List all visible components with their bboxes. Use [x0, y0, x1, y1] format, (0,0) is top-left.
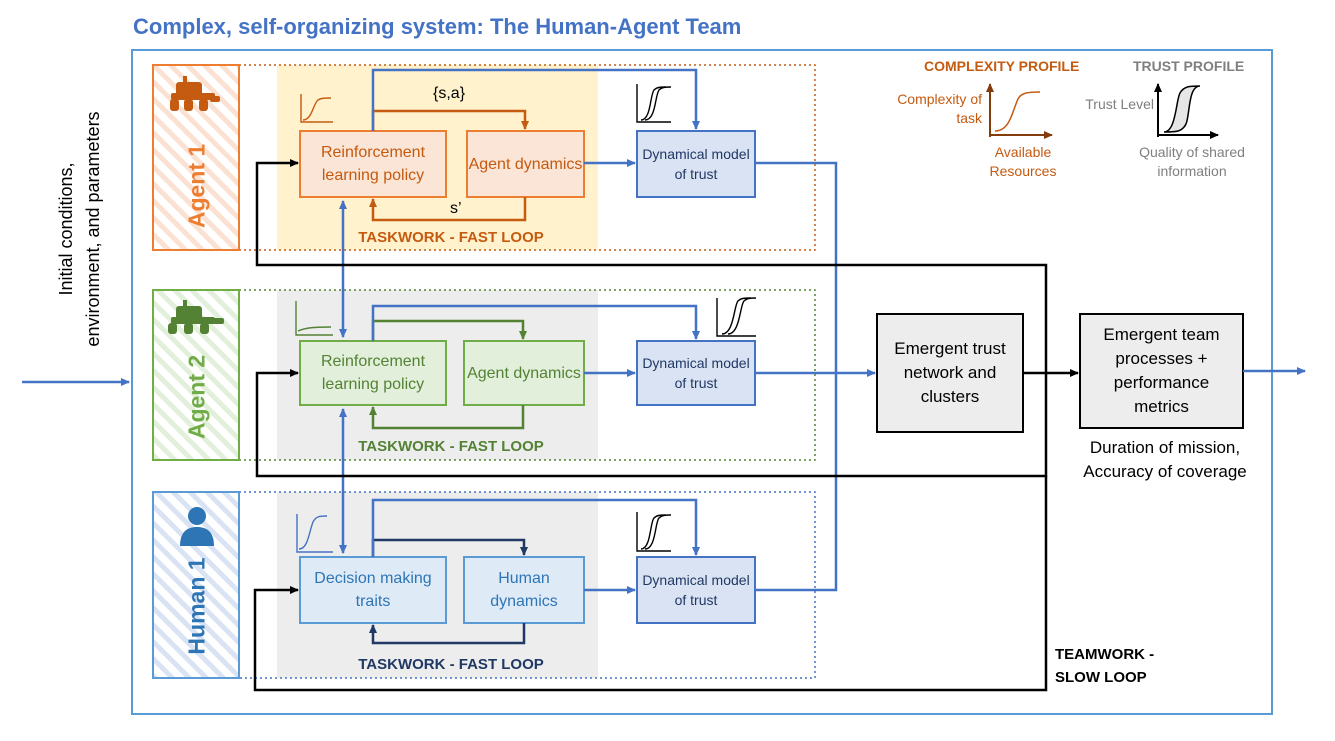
agent2-trust-model: Dynamical model of trust — [642, 355, 750, 391]
trust-profile-title: TRUST PROFILE — [1133, 58, 1245, 74]
complexity-y-label: Complexity of task — [897, 91, 982, 126]
input-label-line1: Initial conditions, — [56, 162, 76, 296]
rover-orange-icon — [170, 76, 220, 111]
teamwork-loop-label: TEAMWORK - SLOW LOOP — [1055, 643, 1154, 689]
agent1-policy: Reinforcement learning policy — [320, 144, 426, 184]
diagram-title: Complex, self-organizing system: The Hum… — [133, 14, 742, 39]
input-label-line2: environment, and parameters — [83, 111, 103, 347]
human1-label: Human 1 — [183, 557, 210, 655]
metrics-note-line2: Accuracy of coverage — [1083, 462, 1247, 481]
agent1-dynamics: Agent dynamics — [468, 155, 583, 173]
emergent-team-processes: Emergent team processes + performance me… — [1103, 325, 1220, 416]
emergent-trust-network: Emergent trust network and clusters — [894, 339, 1006, 406]
agent1-loop-label: TASKWORK - FAST LOOP — [358, 229, 544, 246]
complexity-profile-title: COMPLEXITY PROFILE — [924, 58, 1080, 74]
system-boundary — [131, 49, 1273, 715]
metrics-note-line1: Duration of mission, — [1089, 438, 1241, 457]
teamwork-loop-line2: SLOW LOOP — [1055, 669, 1147, 686]
agent2-label: Agent 2 — [183, 354, 210, 440]
trust-y-label: Trust Level — [1085, 96, 1154, 112]
rover-green-icon — [168, 300, 224, 334]
human1-dynamics: Human dynamics — [490, 570, 558, 610]
metrics-note: Duration of mission, Accuracy of coverag… — [1070, 436, 1260, 484]
agent2-loop-label: TASKWORK - FAST LOOP — [358, 438, 544, 455]
agent2-dynamics: Agent dynamics — [467, 364, 581, 382]
trust-x-label: Quality of shared information — [1139, 144, 1245, 179]
state-action-label: {s,a} — [433, 85, 466, 102]
agent1-label: Agent 1 — [183, 143, 210, 229]
agent1-trust-model: Dynamical model of trust — [642, 146, 750, 182]
agent2-policy: Reinforcement learning policy — [320, 353, 426, 393]
person-icon — [180, 507, 214, 546]
next-state-label: s’ — [450, 200, 462, 217]
human1-traits: Decision making traits — [314, 570, 432, 610]
teamwork-loop-line1: TEAMWORK - — [1055, 646, 1155, 663]
human1-loop-label: TASKWORK - FAST LOOP — [358, 656, 544, 673]
complexity-x-label: Available Resources — [989, 144, 1057, 179]
human1-trust-model: Dynamical model of trust — [642, 572, 750, 608]
